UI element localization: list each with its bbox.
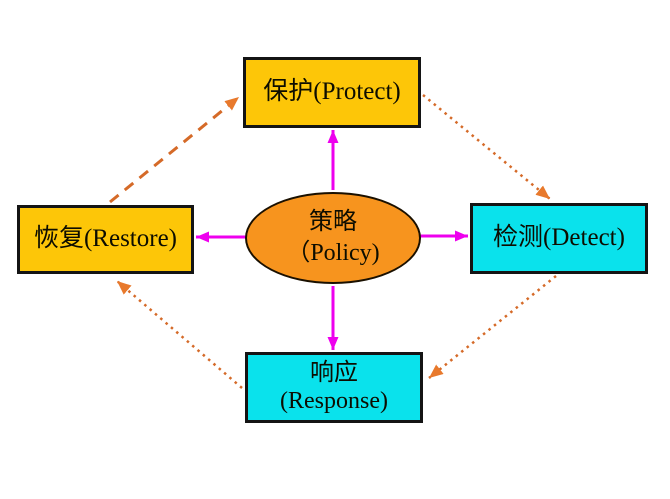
node-detect-label: 检测(Detect) (493, 224, 625, 252)
node-detect: 检测(Detect) (470, 203, 648, 274)
edge-protect-detect (422, 94, 551, 200)
node-restore-label: 恢复(Restore) (33, 225, 178, 253)
node-policy-label-en: （Policy) (286, 240, 380, 266)
node-policy-label-cn: 策略 (309, 208, 357, 235)
node-policy-ellipse: 策略 （Policy) (245, 192, 421, 284)
node-protect: 保护(Protect) (243, 57, 421, 128)
node-response-label-cn: 响应 (310, 359, 358, 386)
node-restore: 恢复(Restore) (17, 205, 194, 274)
node-response: 响应 (Response) (245, 352, 423, 423)
edge-detect-response (428, 275, 557, 379)
node-protect-label: 保护(Protect) (263, 78, 401, 106)
node-response-label-en: (Response) (280, 387, 388, 414)
edge-restore-protect (109, 95, 240, 204)
edge-response-restore (116, 280, 243, 389)
